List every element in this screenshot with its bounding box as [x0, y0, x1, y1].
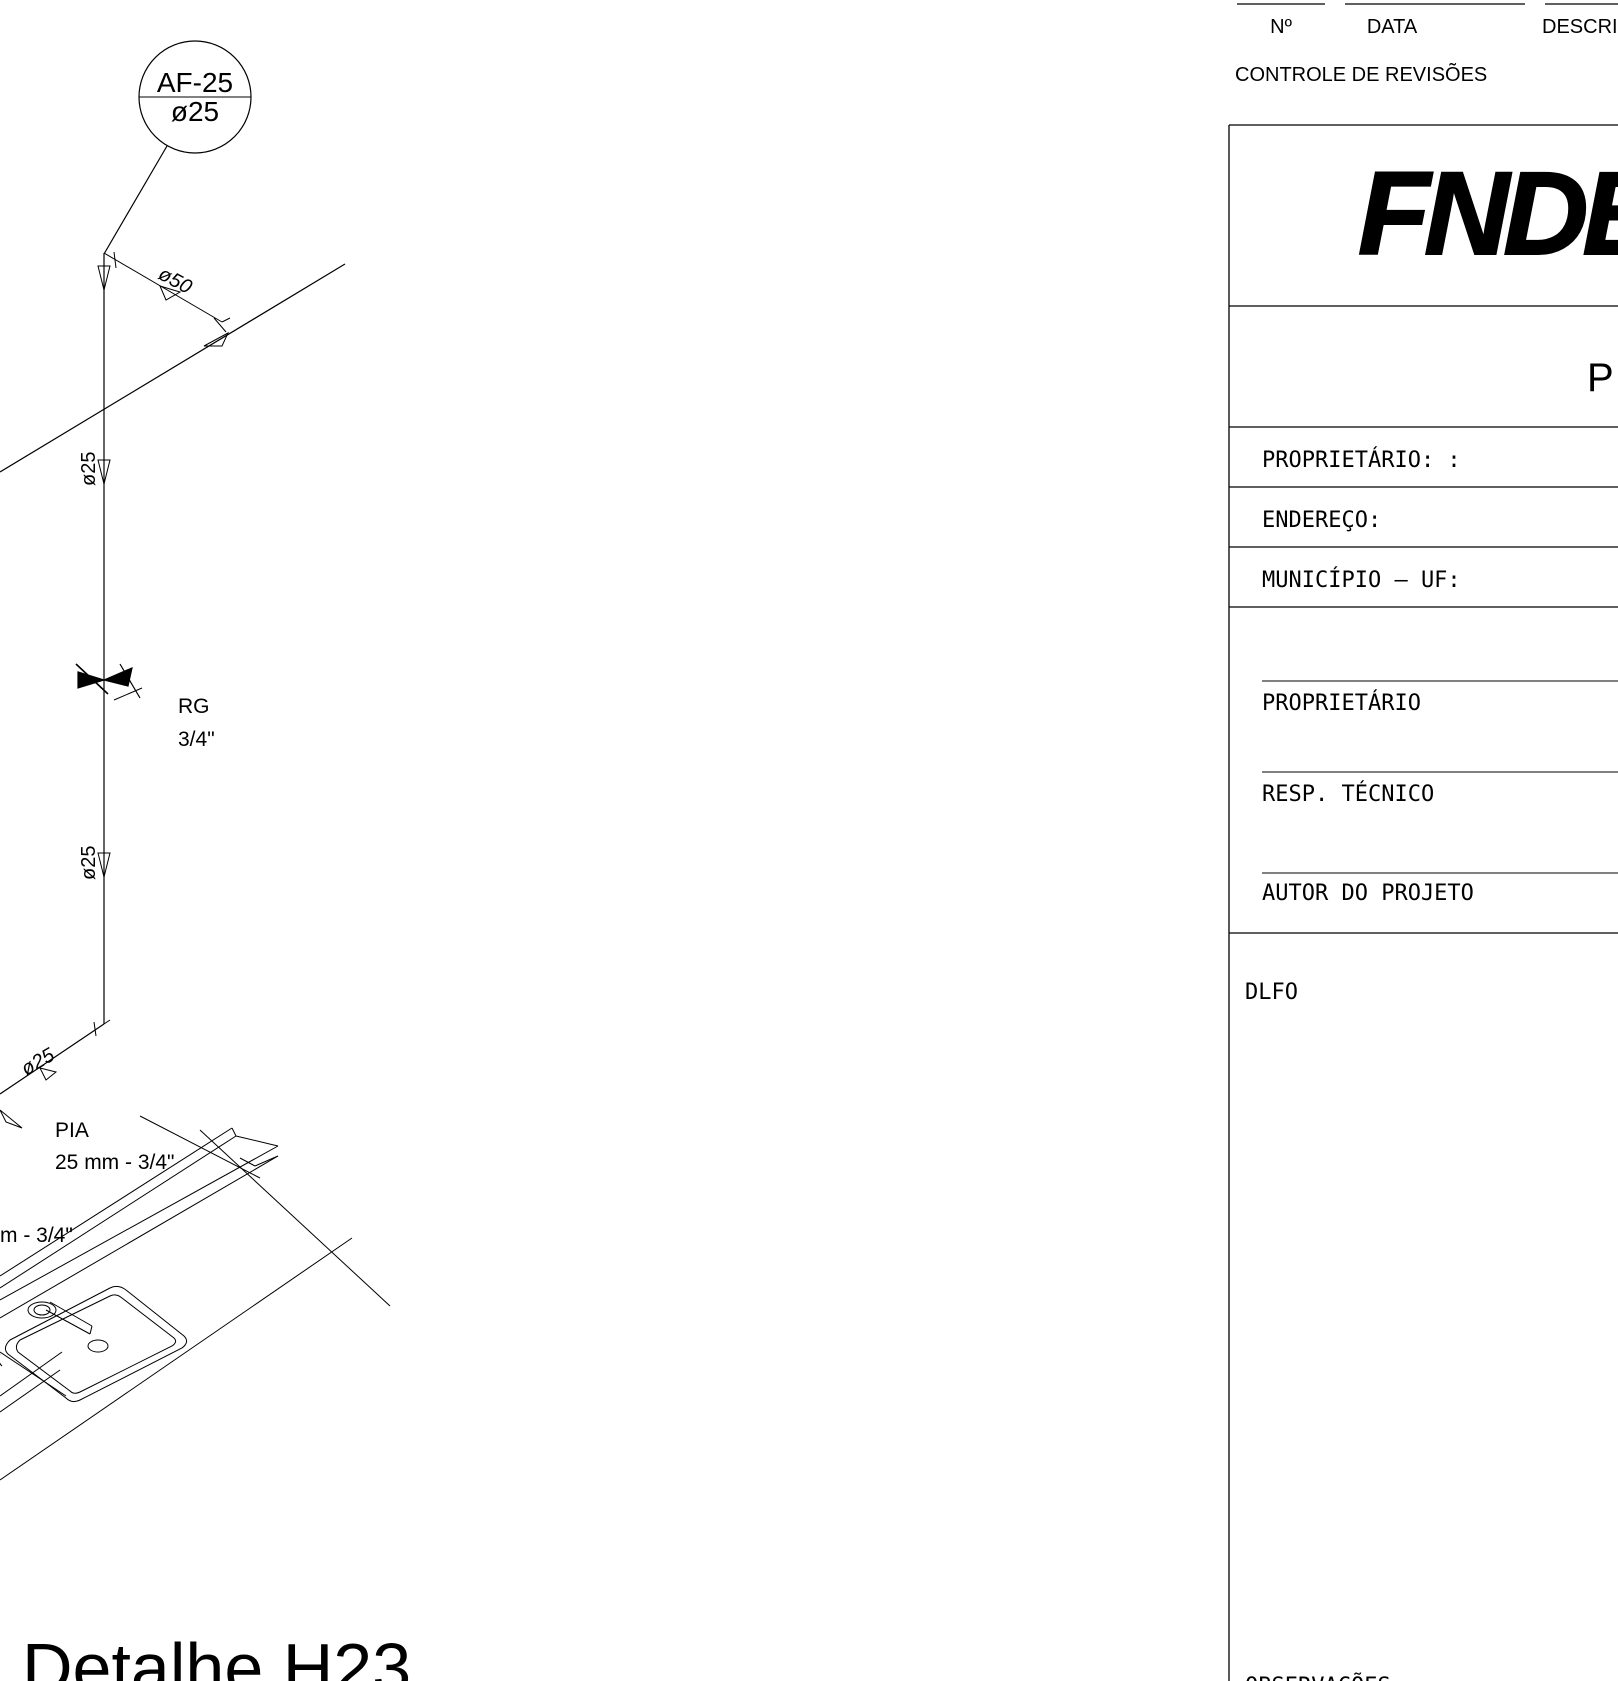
flow-arrow-lower	[97, 852, 111, 878]
tag-leader-line	[103, 145, 168, 255]
d25-upper-label: ø25	[78, 452, 100, 486]
branch-pipe-d25	[0, 1023, 105, 1095]
flow-arrow-main	[203, 331, 230, 347]
owner-field-label: PROPRIETÁRIO: :	[1262, 447, 1461, 473]
isometric-diagram: AF-25 ø25 ø50 ø25 ø25 ø25 RG 3/4" PIA 25…	[0, 40, 411, 1681]
city-field-label: MUNICÍPIO – UF:	[1262, 567, 1461, 593]
title-block: Nº DATA DESCRI CONTROLE DE REVISÕES FNDE…	[1228, 3, 1618, 1681]
d25-lower-label: ø25	[78, 846, 100, 880]
flow-arrow-d50	[159, 285, 182, 301]
pia-size-label: 25 mm - 3/4"	[55, 1151, 175, 1174]
diagram-labels: AF-25 ø25 ø50 ø25 ø25 ø25 RG 3/4" PIA 25…	[0, 67, 411, 1681]
valve-rg-size: 3/4"	[178, 728, 215, 751]
d50-dimension	[103, 252, 223, 323]
project-letter: P	[1587, 356, 1614, 400]
revision-header-no: Nº	[1270, 16, 1292, 38]
sink-countertop	[0, 1115, 391, 1481]
svg-text:FNDE: FNDE	[1358, 148, 1618, 280]
valve-rg-label: RG	[178, 695, 210, 718]
flow-arrow-branch	[39, 1067, 58, 1081]
signature-tech-label: RESP. TÉCNICO	[1262, 781, 1434, 807]
pipe-tag-bubble	[103, 40, 252, 255]
signature-owner-label: PROPRIETÁRIO	[1262, 690, 1421, 716]
tag-top-text: AF-25	[157, 67, 233, 98]
fnde-logo: FNDE	[1357, 147, 1618, 281]
valve-rg-icon	[75, 663, 143, 701]
pia-label: PIA	[55, 1119, 89, 1142]
tag-bottom-text: ø25	[171, 96, 219, 127]
detail-title: Detalhe H23	[22, 1629, 411, 1681]
drawing-code: DLFO	[1245, 980, 1298, 1005]
notes-label: OBSERVAÇÕES:	[1245, 1672, 1404, 1681]
address-field-label: ENDEREÇO:	[1262, 508, 1381, 533]
revision-header-date: DATA	[1367, 16, 1418, 38]
revision-header-description: DESCRI	[1542, 16, 1618, 38]
revision-control-label: CONTROLE DE REVISÕES	[1235, 62, 1487, 86]
main-pipe-d50	[0, 263, 346, 473]
flow-arrow-left	[0, 1109, 23, 1129]
d50-label: ø50	[155, 263, 196, 299]
flow-arrow-top	[97, 265, 111, 291]
flow-arrow-upper	[97, 459, 111, 485]
signature-author-label: AUTOR DO PROJETO	[1262, 881, 1474, 906]
other-size-label: m - 3/4"	[0, 1224, 73, 1247]
